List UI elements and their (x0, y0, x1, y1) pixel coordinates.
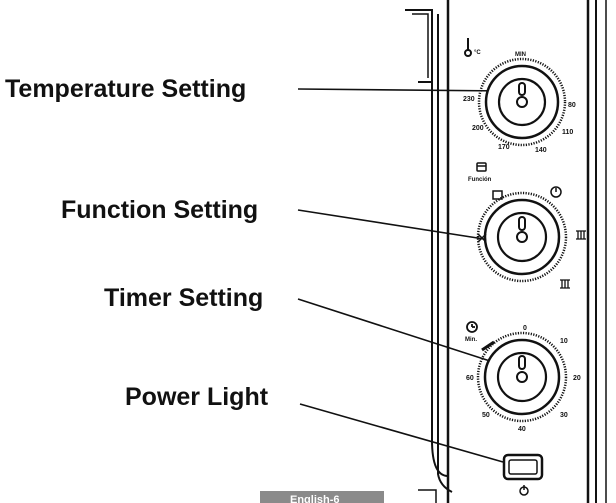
function-leader-line (297, 209, 485, 240)
temperature-tick-140: 140 (535, 147, 547, 154)
temperature-tick-200: 200 (472, 125, 484, 132)
power-light-label: Power Light (125, 383, 269, 411)
temperature-tick-80: 80 (568, 102, 576, 109)
timer-min-label: Min. (465, 337, 477, 343)
temperature-tick-110: 110 (562, 129, 573, 136)
timer-tick-0: 0 (523, 325, 527, 332)
timer-dial[interactable] (476, 331, 568, 423)
timer-tick-60: 60 (466, 375, 474, 382)
function-dial[interactable] (476, 191, 568, 283)
timer-tick-20: 20 (573, 375, 581, 382)
timer-tick-40: 40 (518, 426, 526, 433)
function-setting-label: Function Setting (61, 196, 258, 224)
clock-icon (466, 321, 478, 333)
temperature-dial[interactable] (477, 57, 567, 147)
temperature-knob-grip (516, 96, 528, 108)
power-light (502, 453, 544, 481)
power-icon (519, 485, 529, 496)
timer-tick-30: 30 (560, 412, 568, 419)
temperature-setting-label: Temperature Setting (5, 75, 246, 103)
timer-setting-label: Timer Setting (104, 284, 263, 312)
temperature-min-label: MIN (515, 52, 526, 58)
fan-icon (550, 186, 562, 198)
power-leader-line (299, 403, 504, 463)
temperature-tick-230: 230 (463, 96, 475, 103)
bottom-heat-icon (576, 230, 586, 240)
temperature-unit-label: °C (474, 50, 481, 56)
panel-outline (405, 0, 607, 503)
leader-lines (297, 88, 509, 463)
temperature-leader-line (297, 88, 509, 92)
top-heat-icon (492, 190, 503, 200)
thermometer-icon (464, 38, 472, 57)
footer-tab: English-6 (260, 491, 384, 503)
grill-icon (560, 279, 570, 289)
timer-tick-50: 50 (482, 412, 490, 419)
function-label: Función (468, 177, 492, 183)
continuous-marker (481, 340, 495, 352)
oven-icon (476, 162, 487, 172)
convection-icon (477, 233, 487, 243)
temperature-tick-170: 170 (498, 144, 510, 151)
timer-tick-10: 10 (560, 338, 568, 345)
footer-page-label: English-6 (290, 494, 340, 503)
timer-leader-line (297, 298, 491, 362)
